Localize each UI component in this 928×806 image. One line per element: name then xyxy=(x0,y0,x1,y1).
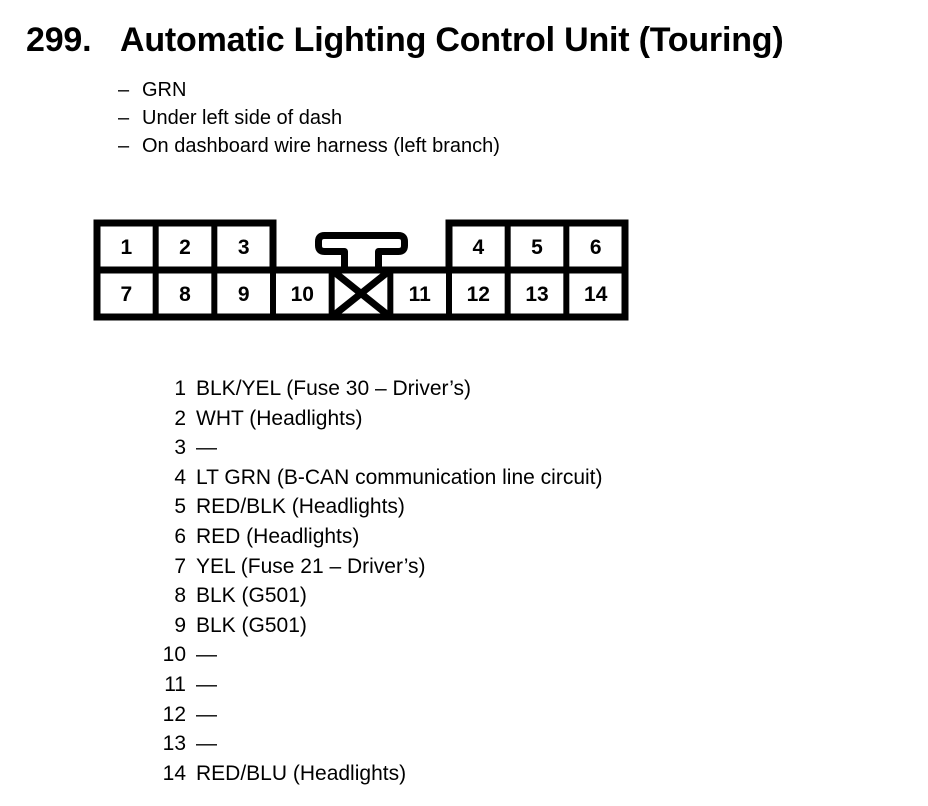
note-text: GRN xyxy=(142,79,187,101)
pin-number: 3 xyxy=(174,436,186,460)
pin-cell-label: 14 xyxy=(584,283,608,306)
location-notes: – GRN – Under left side of dash – On das… xyxy=(118,76,500,160)
pin-number: 1 xyxy=(174,377,186,400)
top-right-dividers xyxy=(504,223,570,270)
pin-number: 11 xyxy=(164,672,186,696)
note-text: On dashboard wire harness (left branch) xyxy=(142,135,500,157)
section-number: 299. xyxy=(26,21,92,59)
pin-number: 14 xyxy=(162,761,186,785)
pin-wire-description: RED (Headlights) xyxy=(196,524,360,548)
pin-cell-label: 8 xyxy=(179,283,191,306)
connector-top-right-block xyxy=(445,219,629,274)
section-title-text: Automatic Lighting Control Unit (Touring… xyxy=(120,21,784,59)
pin-cell-label: 6 xyxy=(590,236,602,259)
pin-number: 12 xyxy=(162,702,186,726)
pinout-row: 10 — xyxy=(0,640,603,670)
pinout-row: 1 BLK/YEL (Fuse 30 – Driver’s) xyxy=(0,374,603,404)
pin-wire-description: — xyxy=(196,702,217,726)
pin-cell-label: 7 xyxy=(120,283,132,306)
pin-cell-label: 11 xyxy=(409,283,432,306)
pin-wire-description: — xyxy=(196,436,217,460)
pinout-row: 6 RED (Headlights) xyxy=(0,522,603,552)
pin-wire-description: — xyxy=(196,672,217,696)
pin-number: 8 xyxy=(174,584,186,608)
pinout-row: 3 — xyxy=(0,433,603,463)
note-dash: – xyxy=(118,135,130,157)
pinout-list: 1 BLK/YEL (Fuse 30 – Driver’s) 2 WHT (He… xyxy=(0,374,603,788)
pin-cell-label: 5 xyxy=(531,236,543,259)
note-harness: – On dashboard wire harness (left branch… xyxy=(118,132,500,160)
pin-wire-description: BLK (G501) xyxy=(196,613,307,637)
pin-number: 7 xyxy=(174,554,186,578)
pin-number: 9 xyxy=(174,613,186,637)
pin-wire-description: YEL (Fuse 21 – Driver’s) xyxy=(196,554,426,578)
pin-wire-description: BLK/YEL (Fuse 30 – Driver’s) xyxy=(196,377,472,400)
pin-cell-label: 2 xyxy=(179,236,191,259)
pin-cell-label: 10 xyxy=(291,283,314,306)
pin-wire-description: WHT (Headlights) xyxy=(196,406,363,430)
bottom-row-dividers xyxy=(152,270,570,317)
connector-top-left-block xyxy=(93,219,277,274)
pinout-row: 5 RED/BLK (Headlights) xyxy=(0,492,603,522)
pin-cell-label: 3 xyxy=(238,236,250,259)
pin-wire-description: — xyxy=(196,732,217,756)
pinout-row: 7 YEL (Fuse 21 – Driver’s) xyxy=(0,552,603,582)
pin-cell-label: 12 xyxy=(467,283,490,306)
pin-number: 5 xyxy=(174,495,186,519)
note-text: Under left side of dash xyxy=(142,107,343,129)
pin-cell-label: 1 xyxy=(120,236,132,259)
pinout-row: 8 BLK (G501) xyxy=(0,581,603,611)
pin-number: 13 xyxy=(162,732,186,756)
pinout-row: 2 WHT (Headlights) xyxy=(0,404,603,434)
pin-number: 6 xyxy=(174,524,186,548)
connector-diagram: 1 2 3 4 5 6 7 8 9 10 11 12 13 14 xyxy=(93,219,629,321)
pinout-row: 4 LT GRN (B-CAN communication line circu… xyxy=(0,463,603,493)
pin-number: 2 xyxy=(174,406,186,430)
pinout-row: 9 BLK (G501) xyxy=(0,611,603,641)
note-dash: – xyxy=(118,79,130,101)
pin-cell-label: 13 xyxy=(525,283,548,306)
pin-wire-description: BLK (G501) xyxy=(196,584,307,608)
pin-number: 4 xyxy=(174,465,186,489)
note-dash: – xyxy=(118,107,130,129)
pin-number: 10 xyxy=(162,643,186,667)
top-left-dividers xyxy=(152,223,218,270)
pinout-row: 13 — xyxy=(0,729,603,759)
pin-wire-description: RED/BLU (Headlights) xyxy=(196,761,407,785)
pinout-row: 14 RED/BLU (Headlights) xyxy=(0,759,603,789)
pin-wire-description: — xyxy=(196,643,217,667)
pin-wire-description: LT GRN (B-CAN communication line circuit… xyxy=(196,465,603,489)
pin-cell-label: 9 xyxy=(238,283,250,306)
pinout-row: 11 — xyxy=(0,670,603,700)
note-connector-color: – GRN xyxy=(118,76,500,104)
pin-cell-label: 4 xyxy=(472,236,484,259)
pinout-row: 12 — xyxy=(0,700,603,730)
note-location: – Under left side of dash xyxy=(118,104,500,132)
pin-wire-description: RED/BLK (Headlights) xyxy=(196,495,405,519)
blocked-cavity-x xyxy=(329,267,393,320)
